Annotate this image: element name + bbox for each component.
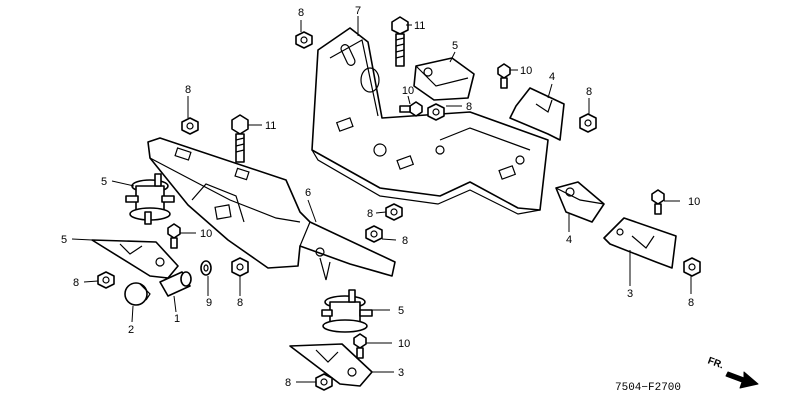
collar-1 [159, 271, 192, 297]
callout-5: 5 [452, 40, 458, 52]
callout-11: 11 [414, 20, 425, 32]
callout-11: 11 [265, 120, 276, 132]
bolt-10-e [353, 333, 367, 359]
mount-5-left [125, 173, 175, 225]
callout-5: 5 [101, 176, 107, 188]
diagram-code: 7504−F2700 [615, 382, 681, 394]
upper-bracket-7 [311, 27, 549, 215]
callout-10: 10 [398, 338, 410, 350]
callout-8: 8 [237, 297, 243, 309]
nut-8-h [231, 257, 249, 277]
callout-4: 4 [549, 71, 555, 83]
callout-9: 9 [206, 297, 212, 309]
plate-4-left [91, 239, 179, 279]
callout-3: 3 [398, 367, 404, 379]
callout-10: 10 [688, 196, 700, 208]
nut-8-c [579, 113, 597, 133]
callout-2: 2 [128, 324, 134, 336]
callout-8: 8 [367, 208, 373, 220]
fr-arrow-icon [725, 371, 759, 389]
nut-8-g [97, 271, 115, 289]
callout-4: 5 [61, 234, 67, 246]
lower-bracket-6 [147, 137, 396, 281]
nut-8-d [181, 117, 199, 135]
plate-3-right [603, 217, 677, 269]
callout-10: 10 [200, 228, 212, 240]
mount-5-right [555, 181, 605, 223]
bolt-10-a [497, 63, 511, 89]
callout-7: 7 [355, 5, 361, 17]
callout-8: 8 [466, 101, 472, 113]
nut-8-a [295, 31, 313, 49]
callout-10: 10 [402, 85, 414, 97]
washer-9 [200, 260, 212, 276]
bolt-10-d [651, 189, 665, 215]
nut-8-e [385, 203, 403, 221]
callout-5: 4 [566, 234, 572, 246]
clip-2 [124, 282, 151, 306]
callout-10: 10 [520, 65, 532, 77]
nut-8-j [315, 373, 333, 391]
nut-8-f [365, 225, 383, 243]
mount-5-upper [413, 57, 475, 101]
callout-3: 3 [627, 288, 633, 300]
mount-5-bottom [321, 289, 373, 333]
nut-8-b [427, 103, 445, 121]
callout-1: 1 [174, 313, 180, 325]
callout-8: 8 [688, 297, 694, 309]
callout-labels: 8 7 11 5 10 4 10 8 8 8 11 5 6 8 8 10 5 4… [61, 5, 700, 389]
callout-8: 8 [185, 84, 191, 96]
callout-8: 8 [402, 235, 408, 247]
fr-label: FR. [706, 356, 725, 372]
front-direction-indicator: FR. [706, 356, 759, 389]
callout-8: 8 [586, 86, 592, 98]
callout-8: 8 [73, 277, 79, 289]
bolt-10-b [399, 101, 423, 117]
plate-4-upper [509, 87, 565, 141]
callout-5: 5 [398, 305, 404, 317]
bolt-10-c [167, 223, 181, 249]
bolt-11-upper [391, 16, 409, 67]
leader-lines [71, 16, 692, 383]
callout-6: 6 [305, 187, 311, 199]
callout-8: 8 [285, 377, 291, 389]
bolt-11-lower [231, 114, 249, 163]
callout-8: 8 [298, 7, 304, 19]
nut-8-i [683, 257, 701, 277]
